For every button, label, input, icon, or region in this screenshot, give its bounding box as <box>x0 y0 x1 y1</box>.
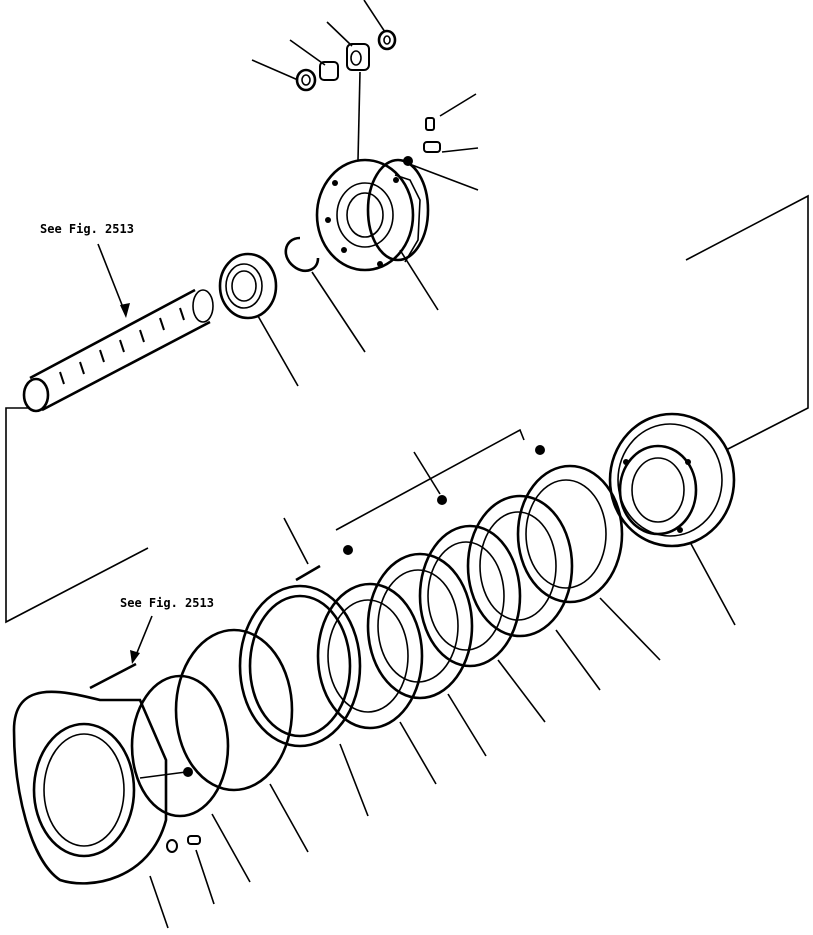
ball-part-b <box>343 545 353 555</box>
carrier-hub <box>315 158 439 311</box>
roller-bearing <box>218 252 299 387</box>
pin-part-b <box>423 141 479 153</box>
see-fig-label-upper: See Fig. 2513 <box>40 222 134 236</box>
input-shaft <box>22 288 214 413</box>
balls-leader <box>335 428 525 531</box>
dowel-pin <box>89 662 137 690</box>
clutch-housing <box>12 690 215 929</box>
leader-line-top <box>357 71 361 161</box>
callout-arrow-lower <box>130 615 153 664</box>
bracket-right <box>685 194 809 451</box>
bracket-left <box>5 407 149 624</box>
nut-part <box>251 59 317 92</box>
seal-ring-outer <box>174 628 309 853</box>
seal-ring-inner <box>130 674 251 883</box>
bushing-part <box>289 39 339 81</box>
spring-part <box>283 517 321 582</box>
callout-arrow-upper <box>97 243 130 318</box>
washer-part <box>363 0 397 51</box>
snap-ring <box>284 236 366 353</box>
clutch-plate-5 <box>316 582 437 785</box>
ball-part-c <box>437 495 447 505</box>
bearing-small-part <box>326 21 370 71</box>
ball-part-d <box>535 445 545 455</box>
balls-leader-b <box>413 451 441 495</box>
see-fig-label-lower: See Fig. 2513 <box>120 596 214 610</box>
piston <box>238 584 369 817</box>
clutch-plate-3 <box>418 524 546 723</box>
clutch-drum <box>608 412 736 626</box>
clutch-plate-1 <box>516 464 661 661</box>
ball-part <box>403 156 479 191</box>
pin-part-a <box>425 93 477 131</box>
